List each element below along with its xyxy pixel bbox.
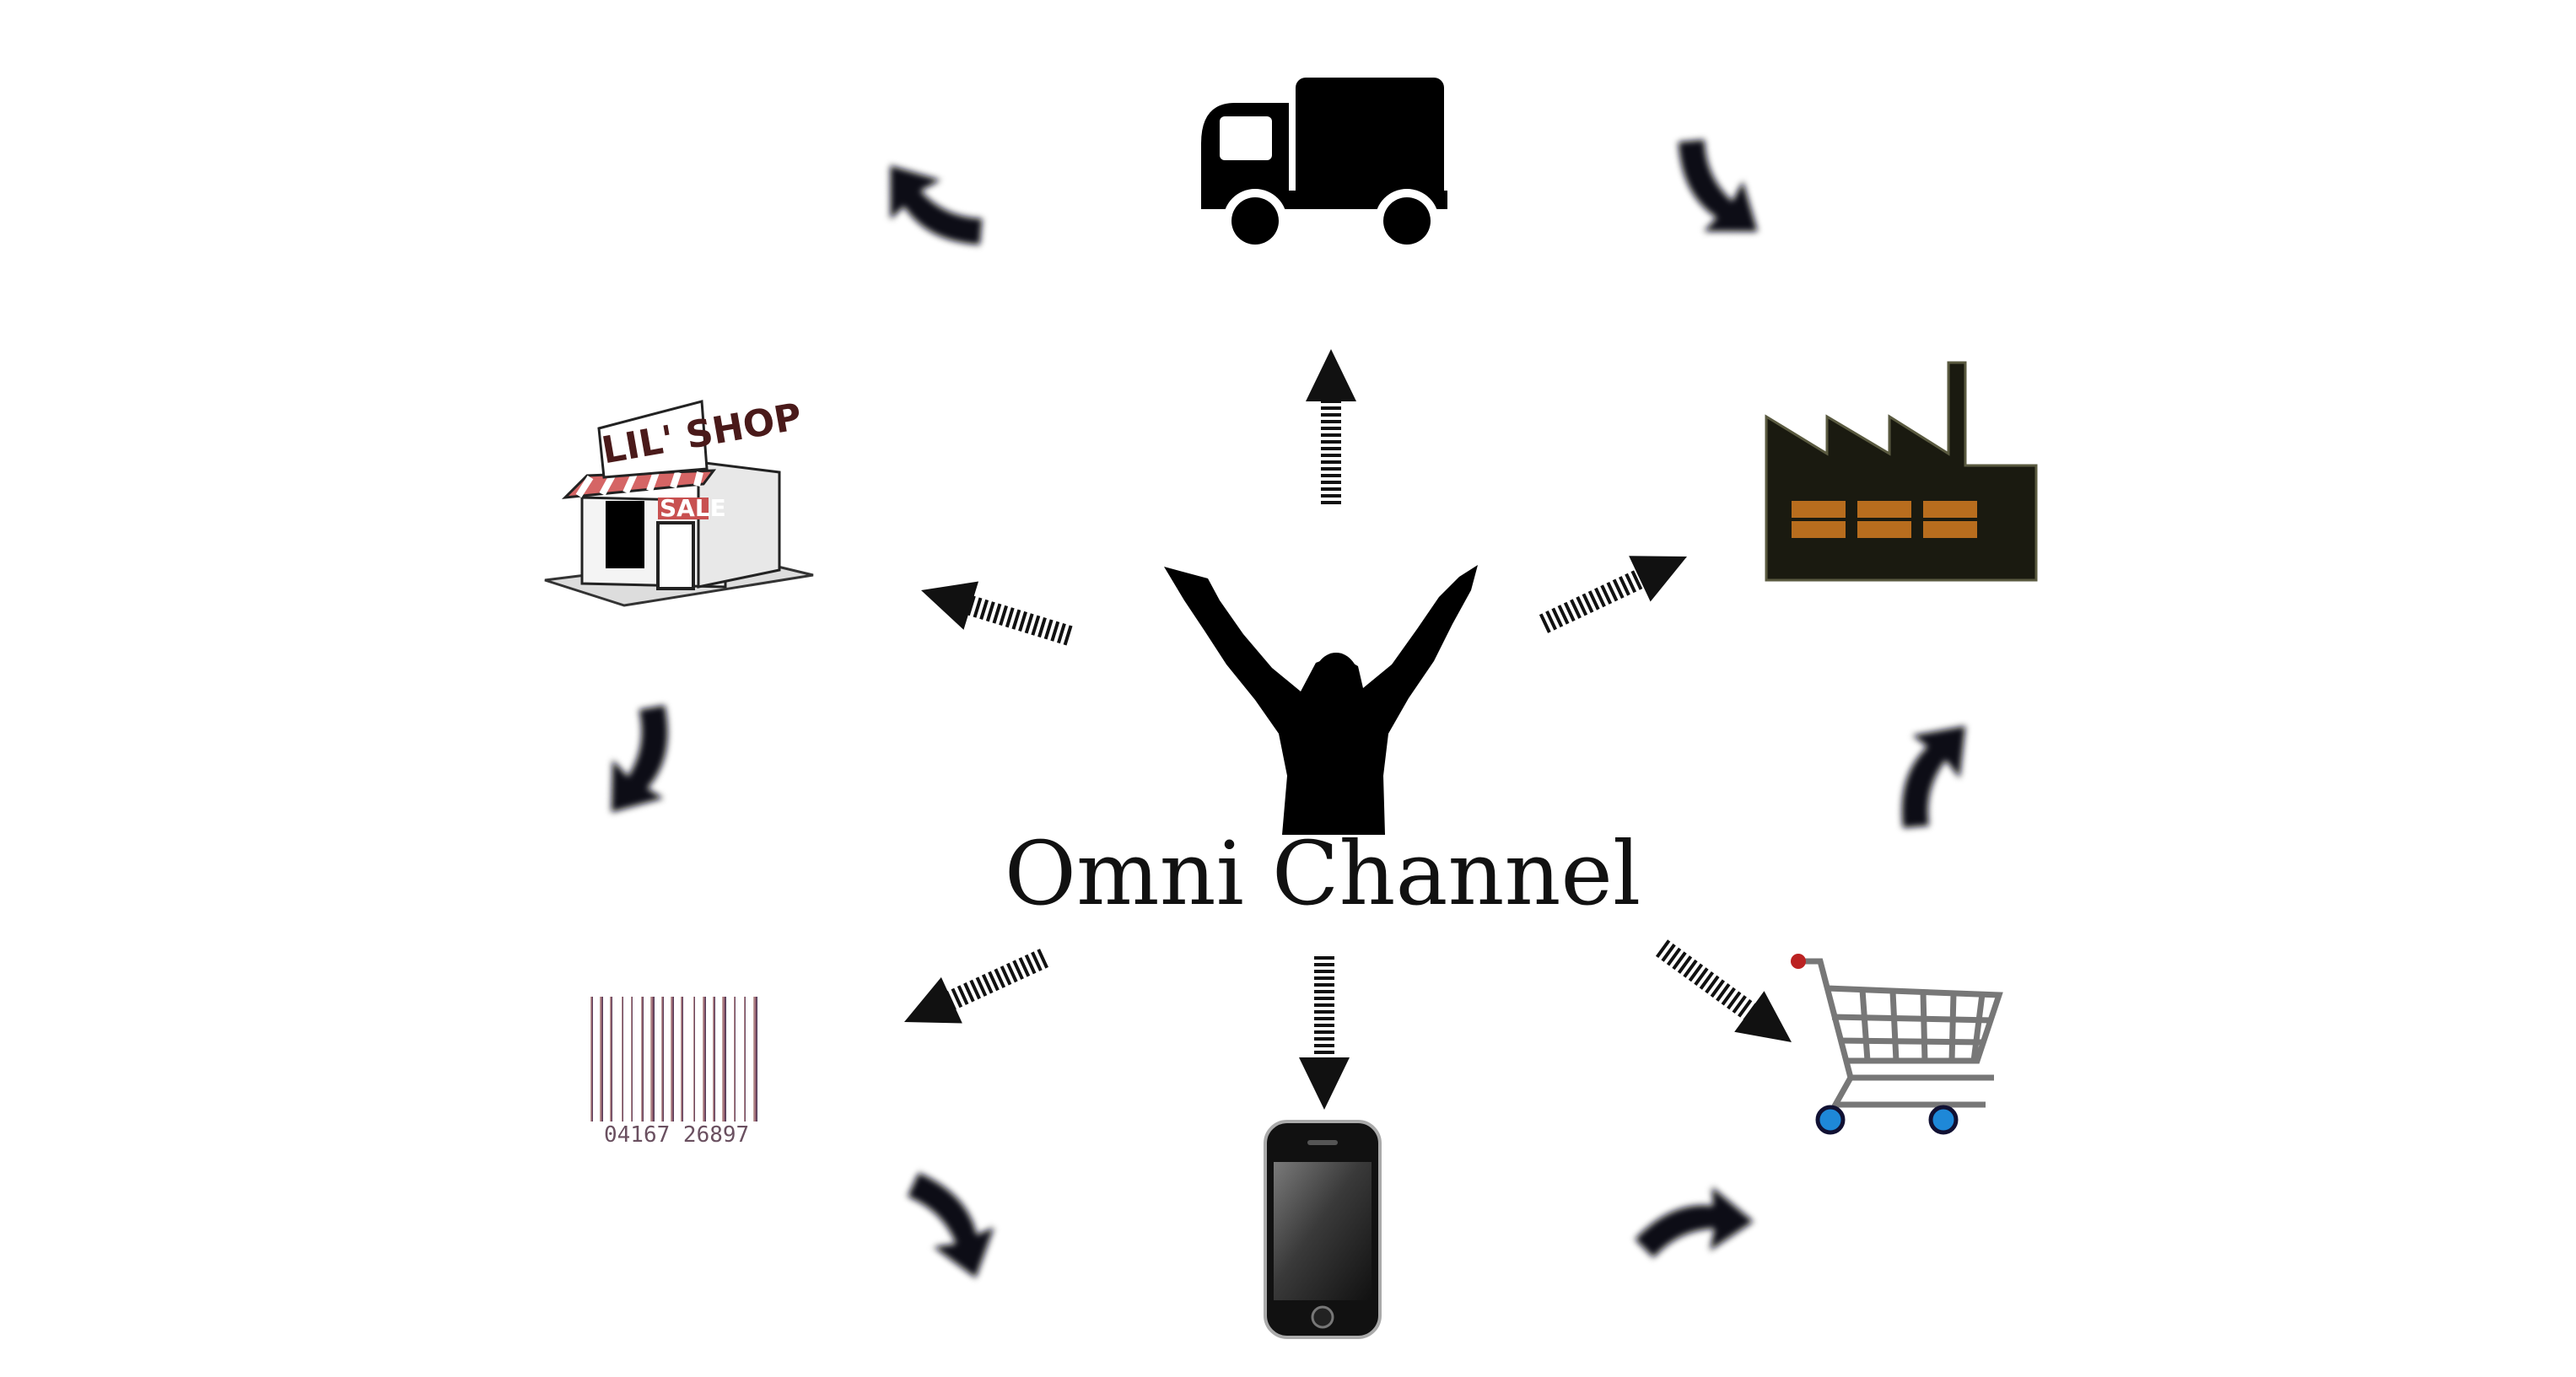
radiating-arrow [903, 949, 1048, 1024]
barcode-bar [600, 997, 603, 1122]
barcode-bar [744, 997, 746, 1122]
barcode-bar [641, 997, 644, 1122]
shopping-cart-icon [1791, 954, 2003, 1135]
cycle-arrow [1678, 139, 1758, 232]
radiating-arrow [1539, 556, 1687, 633]
cycle-arrow [1901, 725, 1966, 828]
retail-shop-icon: LIL' SHOP SALE [544, 395, 814, 607]
cycle-arrow [907, 1172, 994, 1278]
barcode-bar [631, 997, 633, 1122]
radiating-arrow [1655, 939, 1792, 1043]
barcode-bar [610, 997, 612, 1122]
factory-icon [1765, 361, 2038, 582]
delivery-truck-icon [1201, 78, 1447, 253]
diagram-title: Omni Channel [1005, 822, 1641, 925]
cycle-arrow [1635, 1186, 1754, 1258]
barcode-bar [681, 997, 683, 1122]
cycle-arrow [611, 705, 668, 813]
barcode-icon [590, 997, 757, 1122]
cycle-arrow [890, 165, 983, 245]
barcode-bar [590, 997, 593, 1122]
radiating-arrow [1306, 349, 1356, 504]
barcode-bar [722, 997, 726, 1122]
barcode-bar [753, 997, 757, 1122]
barcode-bar [734, 997, 736, 1122]
barcode-bar [622, 997, 623, 1122]
radiating-arrow [921, 581, 1073, 646]
barcode-bar [703, 997, 706, 1122]
barcode-bar [713, 997, 715, 1122]
barcode-bar [671, 997, 674, 1122]
barcode-bar [650, 997, 655, 1122]
shop-awning-text: SALE [660, 494, 726, 522]
barcode-bar [693, 997, 695, 1122]
smartphone-icon [1264, 1120, 1382, 1339]
person-raised-arms-silhouette-icon [1164, 565, 1478, 835]
radiating-arrow [1299, 956, 1350, 1110]
barcode-numbers: 04167 26897 [604, 1122, 749, 1148]
barcode-bar [661, 997, 664, 1122]
